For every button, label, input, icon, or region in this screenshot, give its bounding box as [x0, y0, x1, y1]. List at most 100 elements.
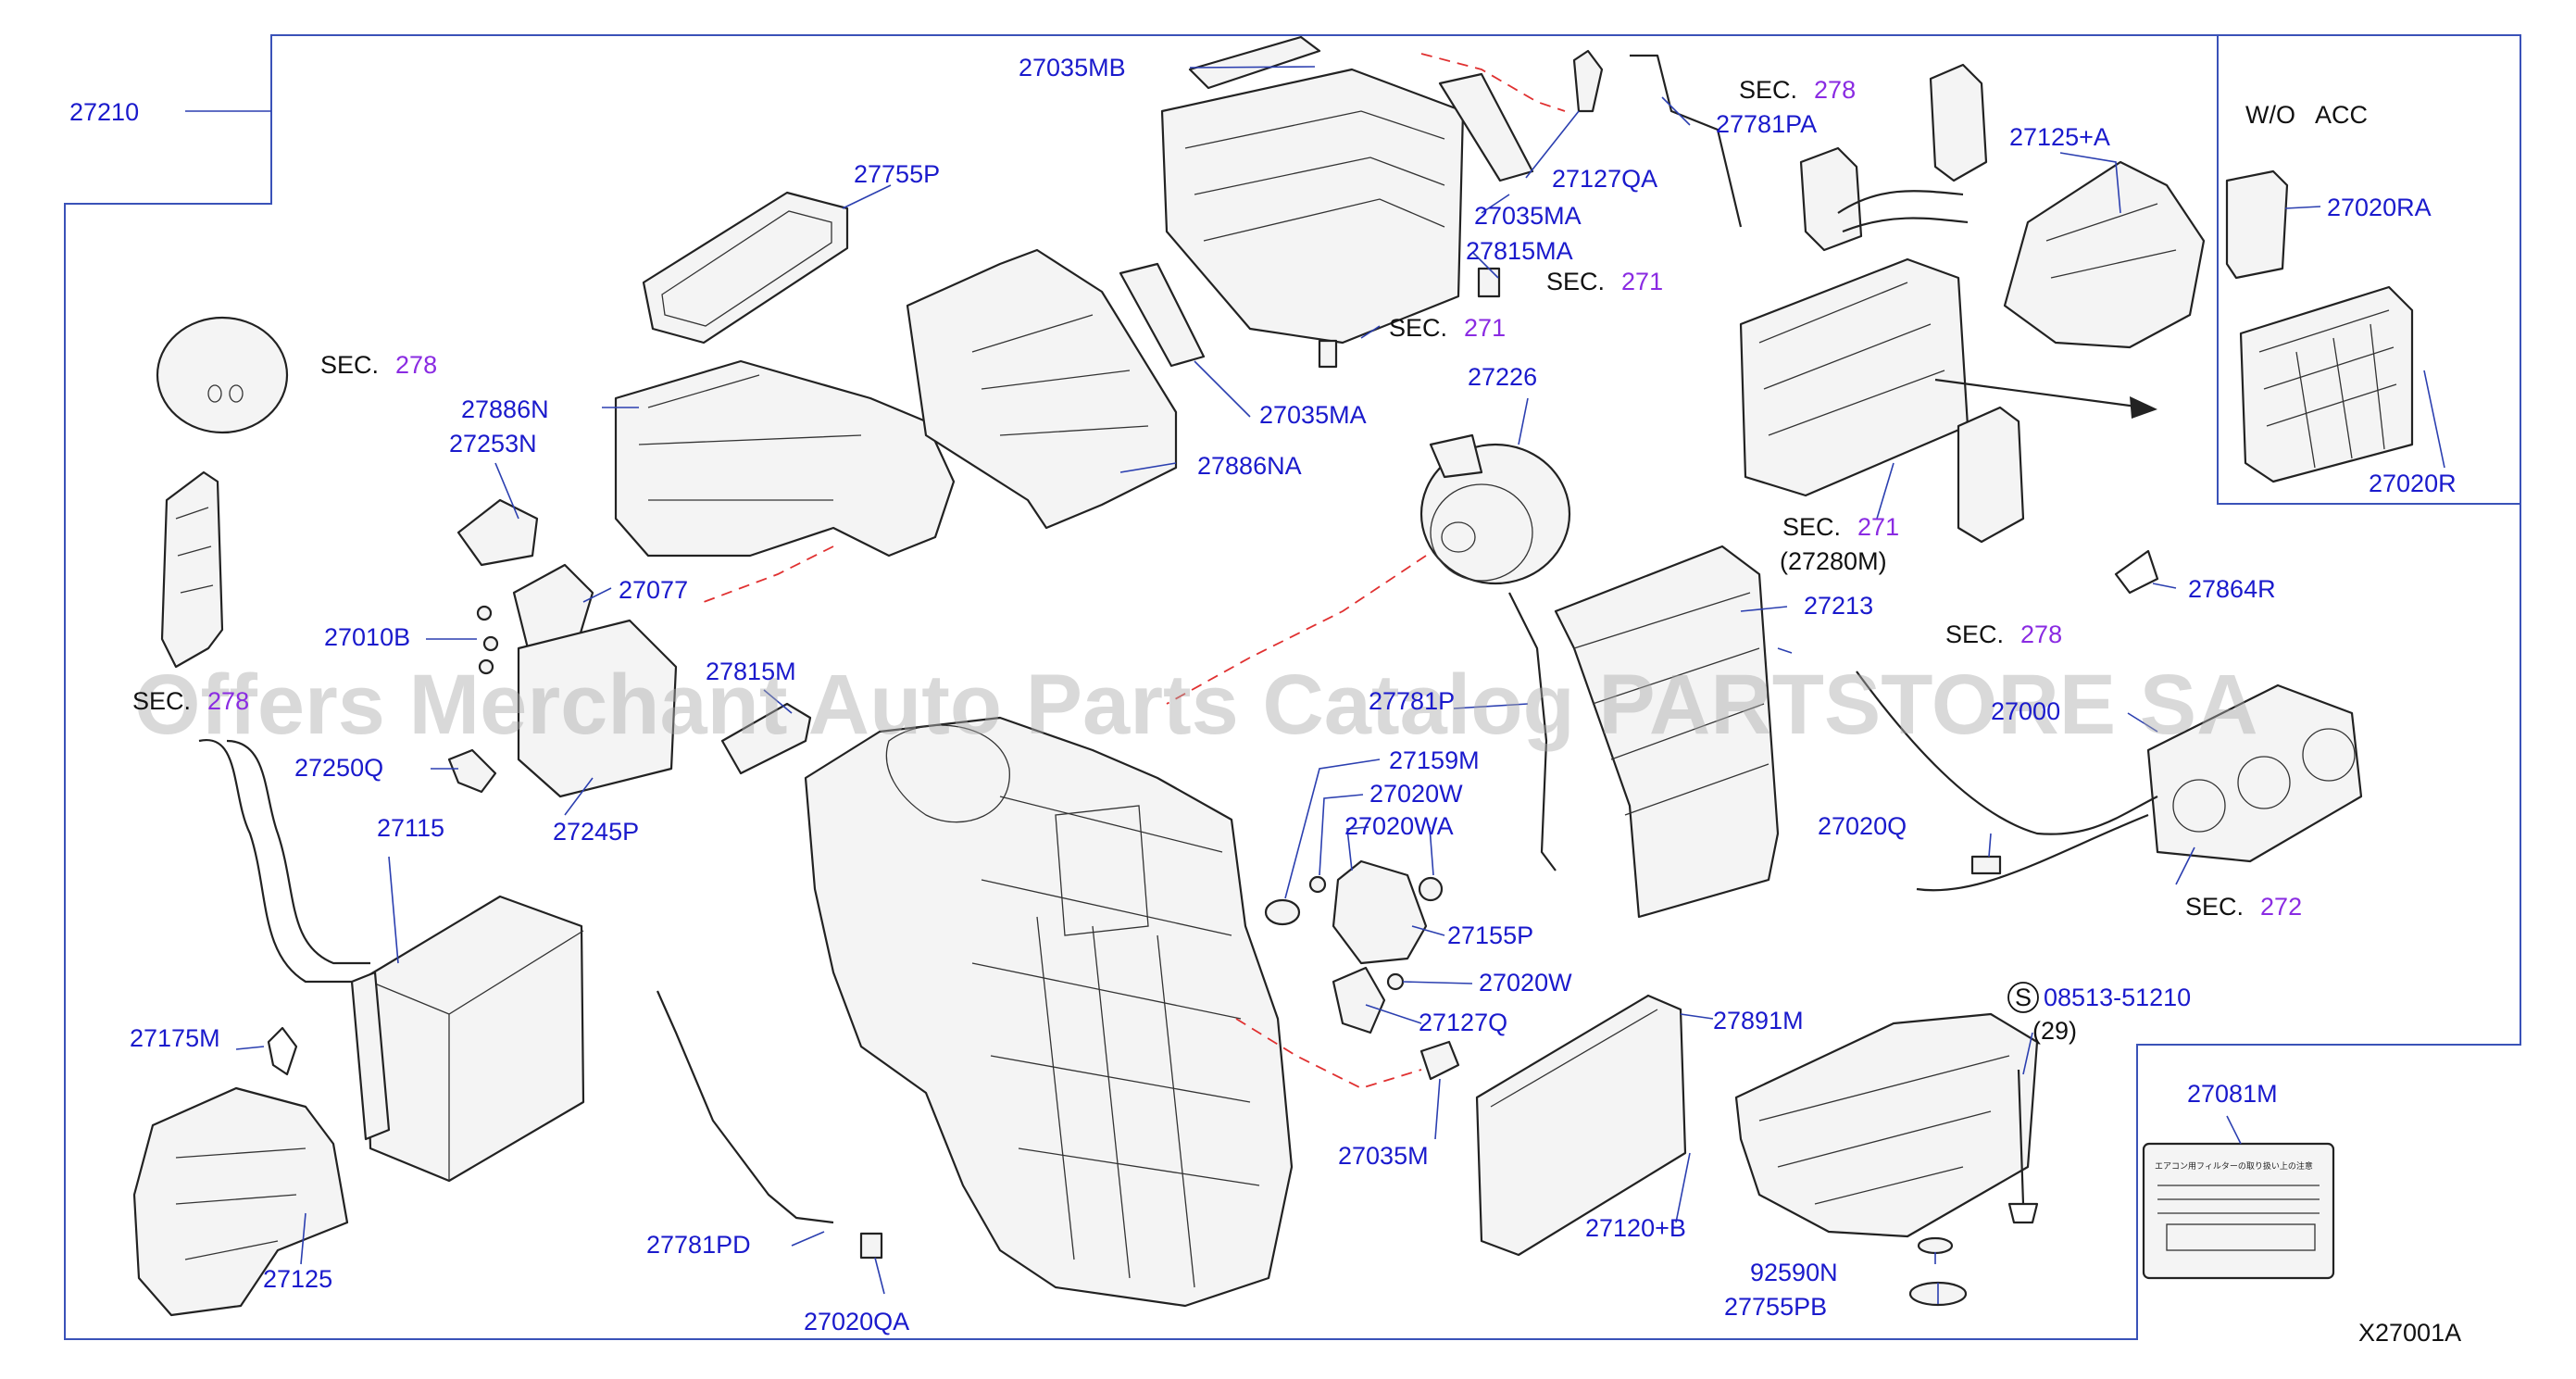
- sec-278-d[interactable]: SEC. 278: [132, 687, 249, 715]
- label-27864r[interactable]: 27864R: [2188, 575, 2276, 603]
- clip-27175m: [267, 1026, 298, 1076]
- label-27213[interactable]: 27213: [1804, 592, 1873, 620]
- sec-271-c[interactable]: SEC. 271: [1782, 513, 1899, 541]
- blower-motor: [1419, 433, 1571, 585]
- sec-word: SEC.: [1782, 513, 1841, 541]
- dashed-leaders: [703, 53, 1566, 1089]
- label-27891m[interactable]: 27891M: [1713, 1007, 1804, 1034]
- duct-27886na: [906, 248, 1178, 530]
- label-27886n[interactable]: 27886N: [461, 395, 549, 423]
- actuator-27127qa: [1572, 49, 1604, 113]
- label-27020w-low[interactable]: 27020W: [1479, 969, 1572, 997]
- label-27159m[interactable]: 27159M: [1389, 746, 1480, 774]
- control-unit: [2146, 683, 2363, 863]
- label-27035m[interactable]: 27035M: [1338, 1142, 1429, 1170]
- sec-271-b[interactable]: SEC. 271: [1389, 314, 1506, 342]
- label-29[interactable]: (29): [2032, 1017, 2077, 1045]
- label-27020q[interactable]: 27020Q: [1818, 812, 1907, 840]
- part-27253n: [456, 498, 539, 567]
- sec-number: 271: [1464, 314, 1506, 342]
- label-27815m[interactable]: 27815M: [706, 658, 796, 685]
- label-27120b[interactable]: 27120+B: [1585, 1214, 1686, 1242]
- upper-case: [1160, 35, 1534, 345]
- label-27253n[interactable]: 27253N: [449, 430, 537, 458]
- label-27081m[interactable]: 27081M: [2187, 1080, 2278, 1108]
- label-27755pb[interactable]: 27755PB: [1724, 1293, 1827, 1321]
- sec-number: 278: [395, 351, 437, 379]
- cable: [1856, 671, 2158, 892]
- label-27175m[interactable]: 27175M: [130, 1024, 220, 1052]
- motor-cylinder: [156, 316, 289, 434]
- part-labels: 27210 27035MB 27781PA 27127QA 27125+A 27…: [69, 54, 2457, 1335]
- grommet-92590n: [1917, 1236, 1954, 1255]
- label-27155p[interactable]: 27155P: [1447, 921, 1533, 949]
- section-refs: SEC.278 SEC.278 SEC.278 SEC.278 SEC.271 …: [132, 76, 2302, 921]
- sec-word: SEC.: [1546, 268, 1605, 295]
- label-27125[interactable]: 27125: [263, 1265, 332, 1293]
- hvac-main-unit: [804, 716, 1294, 1308]
- inset-title: W/O ACC: [2245, 101, 2368, 129]
- screw-08513: [2007, 1069, 2039, 1224]
- rod-27781pa: [1630, 54, 1743, 228]
- sec-271-a[interactable]: SEC.271: [1546, 268, 1663, 295]
- filter-frame-27755p: [642, 191, 849, 345]
- inset-arrow: [1934, 378, 2145, 409]
- sec-number: 278: [207, 687, 249, 715]
- sec-number: 271: [1857, 513, 1899, 541]
- label-27250q[interactable]: 27250Q: [294, 754, 383, 782]
- label-92590n[interactable]: 92590N: [1750, 1259, 1838, 1286]
- label-27781pd[interactable]: 27781PD: [646, 1231, 751, 1259]
- label-27115[interactable]: 27115: [377, 814, 444, 842]
- label-27280m[interactable]: (27280M): [1780, 547, 1887, 575]
- label-27020wa[interactable]: 27020WA: [1344, 812, 1454, 840]
- rod-27781p: [1508, 592, 1557, 871]
- label-27886na[interactable]: 27886NA: [1197, 452, 1302, 480]
- label-27755p[interactable]: 27755P: [854, 160, 940, 188]
- clip-27864r: [2114, 549, 2159, 595]
- sec-word: SEC.: [1389, 314, 1447, 342]
- heater-core: [350, 895, 585, 1183]
- sec-278-a[interactable]: SEC. 278: [320, 351, 437, 379]
- label-27226[interactable]: 27226: [1468, 363, 1537, 391]
- label-27020r[interactable]: 27020R: [2369, 470, 2457, 497]
- label-27815ma[interactable]: 27815MA: [1466, 237, 1573, 265]
- filter-27020ra: [2225, 169, 2289, 280]
- inset-arrowhead: [2130, 396, 2157, 419]
- sec-278-b[interactable]: SEC.278: [1739, 76, 1856, 104]
- heater-hoses: [198, 738, 370, 984]
- label-27020qa[interactable]: 27020QA: [804, 1308, 909, 1335]
- sec-number: 278: [2020, 621, 2062, 648]
- label-27035ma-top[interactable]: 27035MA: [1474, 202, 1582, 230]
- filter-duct-27213: [1554, 545, 1780, 919]
- gear-27159m: [1264, 898, 1301, 926]
- label-27127qa[interactable]: 27127QA: [1552, 165, 1657, 193]
- sec-272[interactable]: SEC.272: [2185, 893, 2302, 921]
- lever-27127q: [1332, 966, 1386, 1034]
- sec-word: SEC.: [320, 351, 379, 379]
- s-circle-letter: S: [2015, 984, 2032, 1011]
- label-27020ra[interactable]: 27020RA: [2327, 194, 2432, 221]
- clip-sec271: [1318, 339, 1338, 369]
- label-27125a[interactable]: 27125+A: [2009, 123, 2110, 151]
- label-27781p[interactable]: 27781P: [1369, 687, 1455, 715]
- sticker-text: エアコン用フィルターの取り扱い上の注意: [2155, 1160, 2313, 1171]
- label-27000[interactable]: 27000: [1991, 697, 2060, 725]
- label-27020w-top[interactable]: 27020W: [1369, 780, 1463, 808]
- label-27210[interactable]: 27210: [69, 98, 139, 126]
- lever-27155p: [1332, 859, 1428, 965]
- label-27077[interactable]: 27077: [619, 576, 688, 604]
- label-27245p[interactable]: 27245P: [553, 818, 639, 846]
- sec-278-c[interactable]: SEC.278: [1945, 621, 2062, 648]
- leader-lines: [185, 66, 2445, 1304]
- seal-27035ma: [1119, 262, 1206, 368]
- part-shapes: エアコン用フィルターの取り扱い上の注意: [132, 35, 2414, 1317]
- label-27010b[interactable]: 27010B: [324, 623, 410, 651]
- sec-word: SEC.: [132, 687, 191, 715]
- label-27127q[interactable]: 27127Q: [1419, 1009, 1507, 1036]
- watermark: Offers Merchant Auto Parts Catalog PARTS…: [134, 658, 2258, 752]
- label-27035ma-low[interactable]: 27035MA: [1259, 401, 1367, 429]
- part-27815m: [720, 702, 812, 775]
- label-27781pa[interactable]: 27781PA: [1716, 110, 1817, 138]
- label-27035mb[interactable]: 27035MB: [1019, 54, 1126, 81]
- label-08513[interactable]: 08513-51210: [2044, 984, 2191, 1011]
